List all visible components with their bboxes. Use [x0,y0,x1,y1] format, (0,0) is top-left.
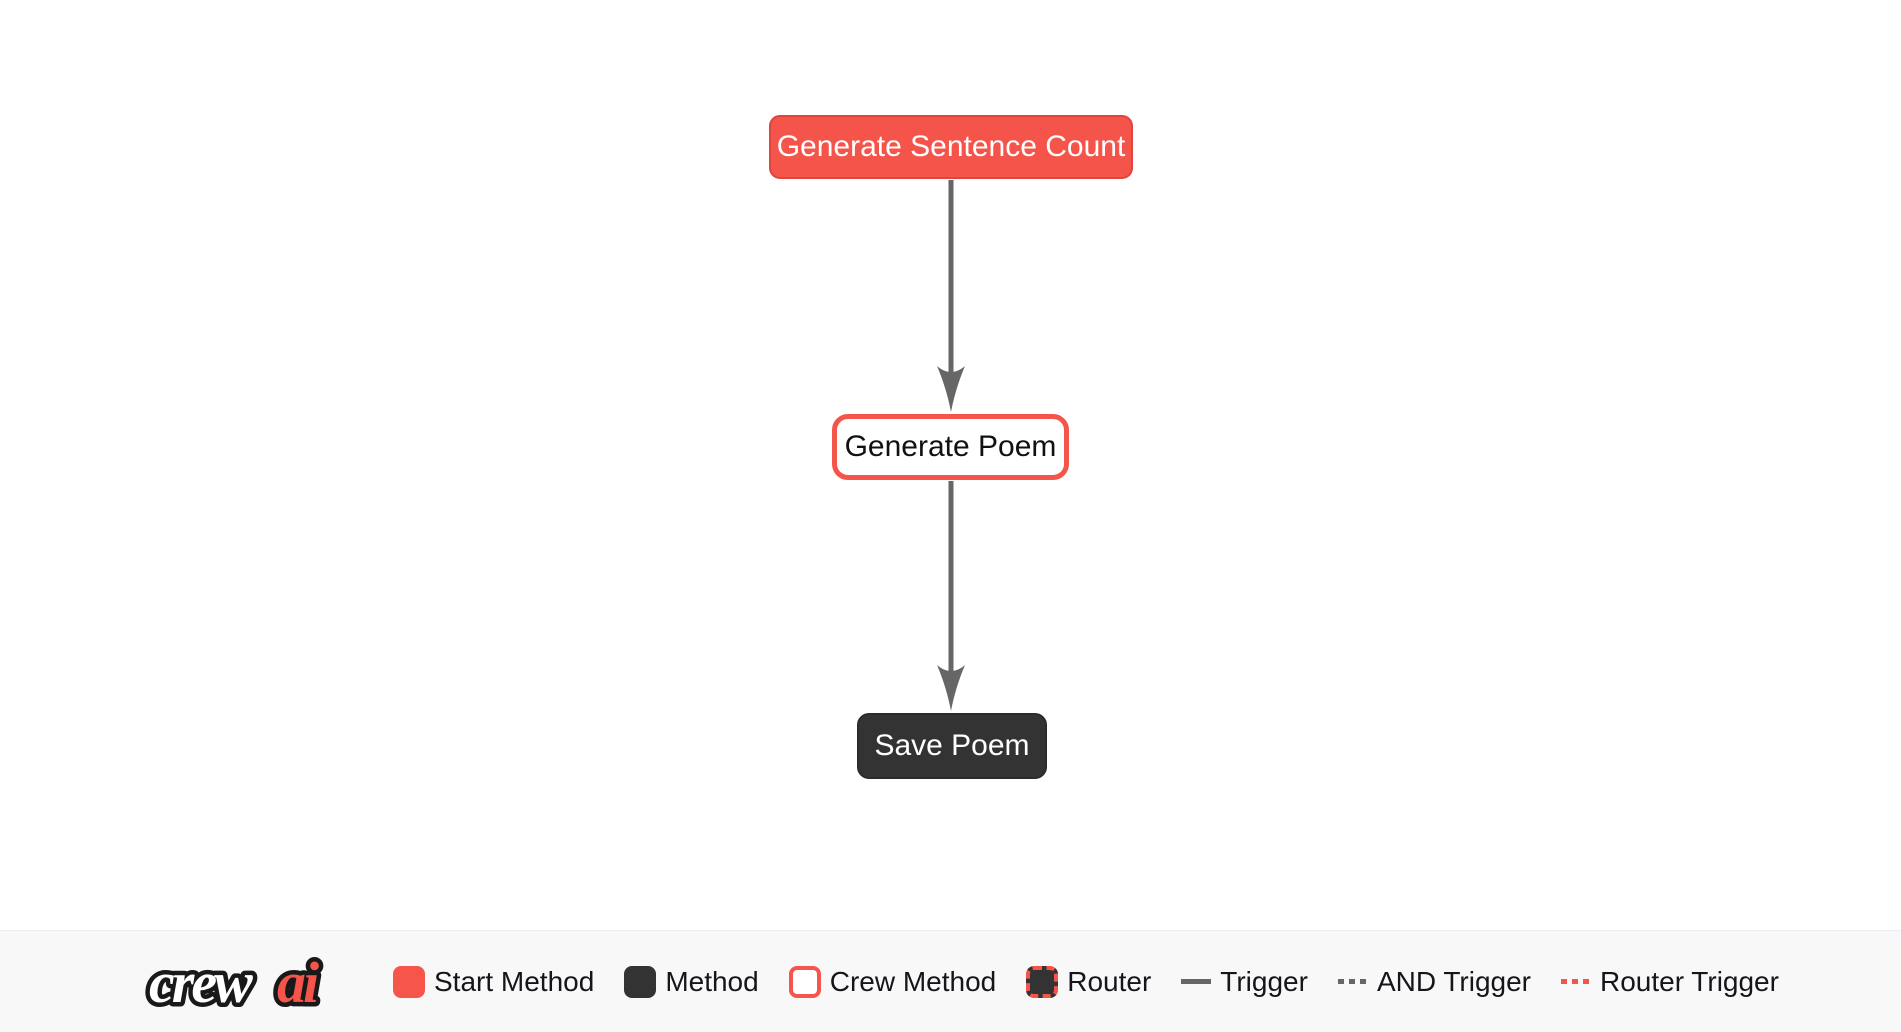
legend-bar: crew ai Start Method Method Crew Method … [0,930,1901,1032]
crewai-logo-crew: crew [149,950,253,1015]
legend-label-crew-method: Crew Method [829,965,997,997]
crew-method-swatch-icon [788,965,821,998]
node-save-poem[interactable]: Save Poem [857,713,1047,779]
legend-item-start-method: Start Method [393,965,595,998]
router-trigger-line-icon [1560,979,1591,984]
node-generate-poem[interactable]: Generate Poem [832,414,1069,480]
legend-item-method: Method [624,965,759,998]
router-swatch-icon [1026,965,1059,998]
legend-label-method: Method [665,965,759,997]
arrowhead-icon [937,366,965,412]
crewai-logo: crew ai [145,945,327,1019]
start-method-swatch-icon [393,965,425,998]
legend-label-start-method: Start Method [434,965,595,997]
legend-item-router-trigger: Router Trigger [1560,965,1779,998]
legend-item-router: Router [1026,965,1152,998]
method-swatch-icon [624,965,657,998]
legend-label-trigger: Trigger [1220,965,1308,997]
and-trigger-line-icon [1337,979,1368,984]
legend-label-router: Router [1067,965,1152,997]
legend-label-and-trigger: AND Trigger [1376,965,1531,997]
legend-item-trigger: Trigger [1181,966,1308,998]
flow-canvas: Generate Sentence Count Generate Poem Sa… [769,115,1133,779]
trigger-line-icon [1181,979,1212,984]
legend-label-router-trigger: Router Trigger [1599,965,1779,997]
crewai-logo-ai: ai [277,950,319,1015]
legend-item-crew-method: Crew Method [788,965,997,998]
legend-item-and-trigger: AND Trigger [1337,965,1531,998]
legend-items: Start Method Method Crew Method Router T… [393,965,1779,998]
arrowhead-icon [937,665,965,711]
flow-edges [937,180,965,711]
node-generate-sentence-count[interactable]: Generate Sentence Count [769,115,1133,179]
